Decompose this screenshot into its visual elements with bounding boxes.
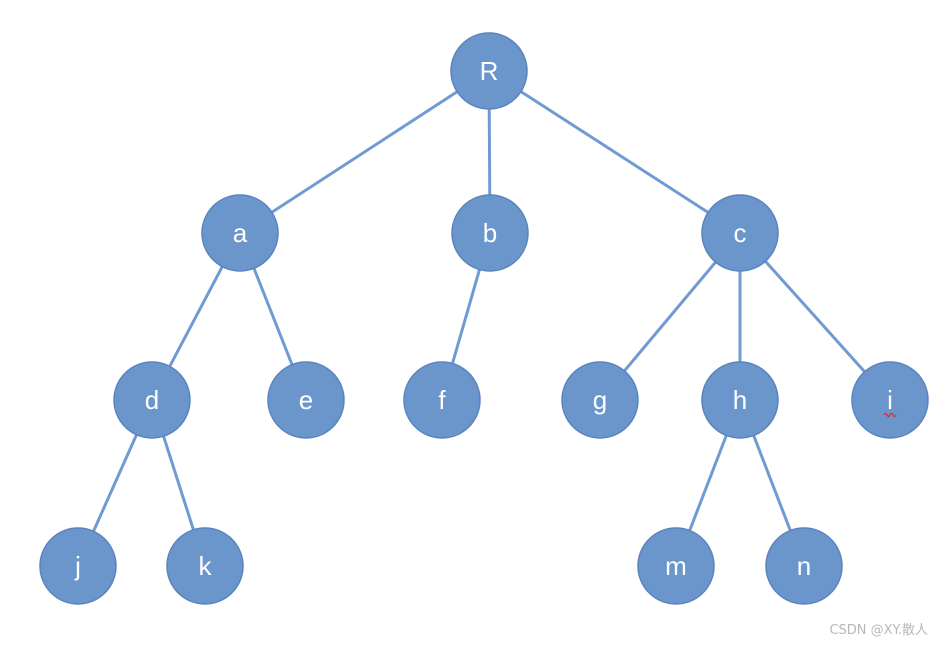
node-circle-e [267,361,345,439]
watermark: CSDN @XY.散人 [829,623,928,638]
node-g: g [561,361,639,439]
node-R: R [450,32,528,110]
node-m: m [637,527,715,605]
node-label-R: R [480,56,499,86]
node-circle-i [851,361,929,439]
node-label-g: g [593,385,607,415]
node-label-f: f [438,385,446,415]
node-circle-n [765,527,843,605]
node-circle-m [637,527,715,605]
edges-layer [76,69,892,567]
node-circle-a [201,194,279,272]
node-label-m: m [665,551,687,581]
node-d: d [113,361,191,439]
node-label-j: j [74,551,81,581]
node-label-k: k [199,551,213,581]
spellcheck-underline [883,412,897,418]
node-circle-k [166,527,244,605]
nodes-layer: Ra b c d e f g h i j k m n [39,32,929,605]
node-circle-d [113,361,191,439]
node-j: j [39,527,117,605]
node-f: f [403,361,481,439]
node-k: k [166,527,244,605]
node-label-c: c [734,218,747,248]
node-b: b [451,194,529,272]
node-circle-c [701,194,779,272]
edge-R-a [239,69,490,235]
node-e: e [267,361,345,439]
node-circle-f [403,361,481,439]
node-label-h: h [733,385,747,415]
edge-R-c [488,69,741,235]
node-circle-R [450,32,528,110]
node-label-d: d [145,385,159,415]
node-label-e: e [299,385,313,415]
node-circle-b [451,194,529,272]
node-circle-g [561,361,639,439]
node-i: i [851,361,929,439]
node-label-b: b [483,218,497,248]
node-label-n: n [797,551,811,581]
node-circle-j [39,527,117,605]
node-h: h [701,361,779,439]
node-label-a: a [233,218,248,248]
node-label-i: i [887,385,893,415]
node-circle-h [701,361,779,439]
node-c: c [701,194,779,272]
node-n: n [765,527,843,605]
node-a: a [201,194,279,272]
